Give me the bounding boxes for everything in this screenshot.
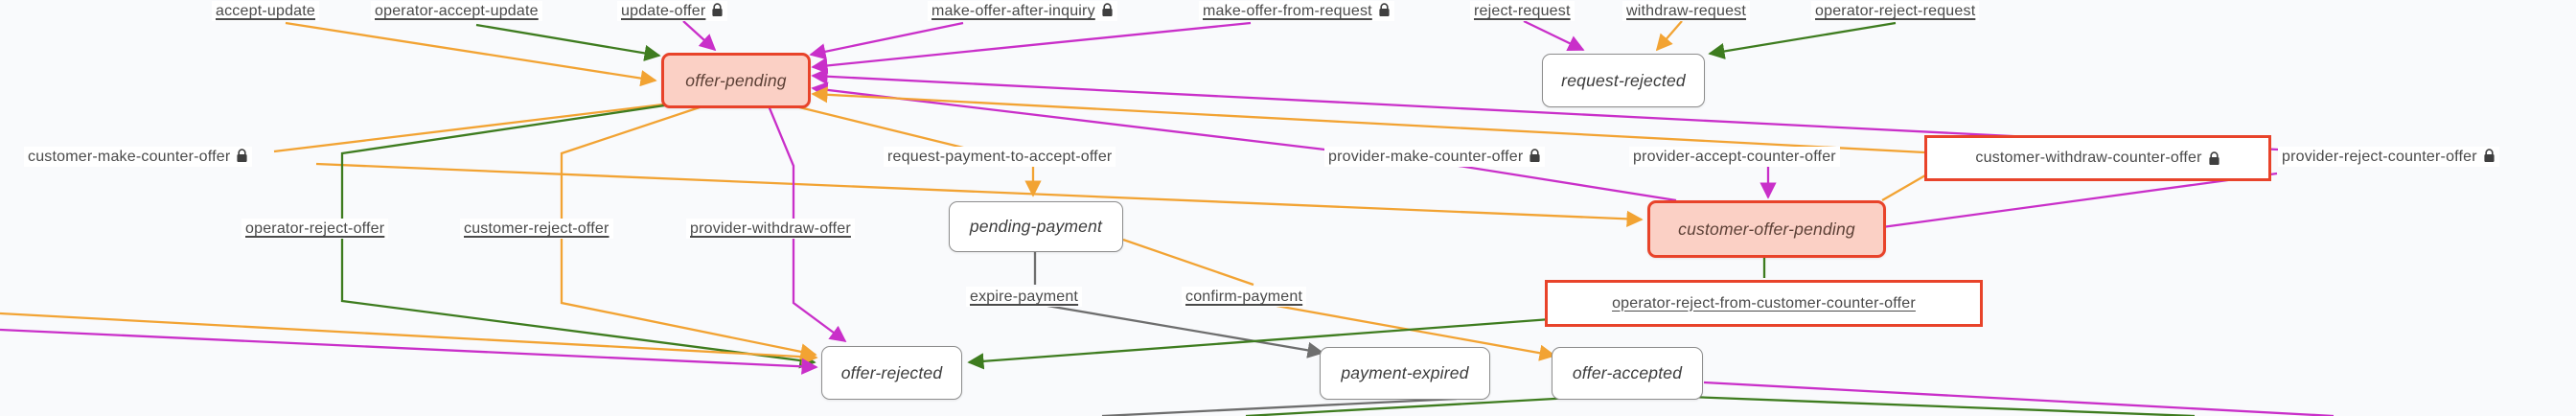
transition-text: operator-accept-update — [375, 3, 539, 19]
edge-update-offer — [682, 20, 717, 52]
transition-label-operator-accept-update[interactable]: operator-accept-update — [371, 1, 542, 21]
transition-text: provider-accept-counter-offer — [1633, 149, 1836, 165]
lock-icon — [2483, 149, 2496, 163]
lock-icon — [2208, 150, 2220, 166]
transition-label-customer-reject-offer[interactable]: customer-reject-offer — [460, 219, 613, 239]
transition-label-operator-reject-from-customer-counter-offer[interactable]: operator-reject-from-customer-counter-of… — [1545, 280, 1983, 327]
lock-icon — [1378, 3, 1391, 17]
edge-customer-make-counter-offer-b — [315, 162, 1644, 227]
edge-customer-withdraw-counter-offer-b — [811, 86, 1925, 154]
transition-label-operator-reject-request[interactable]: operator-reject-request — [1811, 1, 1980, 21]
state-name: request-rejected — [1561, 70, 1686, 90]
edge-operator-reject-from-customer-counter-offer-b — [967, 317, 1552, 370]
edge-accept-update — [285, 21, 657, 87]
edge-make-offer-after-inquiry — [809, 21, 964, 60]
lock-icon — [236, 149, 248, 163]
state-offer-rejected[interactable]: offer-rejected — [821, 346, 962, 400]
transition-text: customer-withdraw-counter-offer — [1975, 150, 2202, 166]
transition-text: reject-request — [1474, 3, 1571, 19]
state-offer-accepted[interactable]: offer-accepted — [1552, 347, 1703, 400]
transition-text: make-offer-from-request — [1203, 3, 1372, 19]
transition-label-customer-withdraw-counter-offer[interactable]: customer-withdraw-counter-offer — [1924, 135, 2271, 181]
state-name: offer-rejected — [840, 362, 943, 382]
transition-label-reject-request[interactable]: reject-request — [1470, 1, 1575, 21]
state-name: offer-accepted — [1572, 363, 1683, 382]
transition-text: confirm-payment — [1185, 289, 1303, 305]
edge-confirm-payment-b — [1276, 304, 1556, 361]
state-offer-pending[interactable]: offer-pending — [661, 53, 811, 108]
transition-text: provider-make-counter-offer — [1328, 149, 1524, 165]
state-request-rejected[interactable]: request-rejected — [1542, 54, 1705, 107]
edge-exit-bottom-gray — [1101, 397, 1458, 416]
state-name: offer-pending — [685, 70, 787, 90]
transition-label-provider-accept-counter-offer[interactable]: provider-accept-counter-offer — [1629, 147, 1840, 167]
transition-text: provider-withdraw-offer — [690, 220, 851, 237]
transition-label-make-offer-from-request[interactable]: make-offer-from-request — [1199, 1, 1394, 21]
edge-operator-reject-request — [1708, 21, 1897, 59]
edge-withdraw-request — [1655, 20, 1683, 52]
edge-from-offscreen-left-orange — [0, 312, 818, 365]
lock-icon — [1529, 149, 1541, 163]
transition-text: make-offer-after-inquiry — [932, 3, 1095, 19]
edge-customer-make-counter-offer-a — [273, 102, 672, 153]
state-name: customer-offer-pending — [1678, 219, 1855, 239]
edge-operator-accept-update — [475, 23, 661, 61]
transition-text: operator-reject-offer — [245, 220, 385, 237]
transition-text: customer-make-counter-offer — [28, 149, 231, 165]
transition-label-provider-withdraw-offer[interactable]: provider-withdraw-offer — [686, 219, 855, 239]
transition-text: operator-reject-request — [1815, 3, 1976, 19]
state-customer-offer-pending[interactable]: customer-offer-pending — [1647, 200, 1886, 258]
edge-from-offscreen-left-magenta — [0, 328, 818, 375]
edge-exit-bottom-magenta — [1703, 381, 2334, 416]
transition-label-request-payment-to-accept-offer[interactable]: request-payment-to-accept-offer — [884, 147, 1116, 167]
transition-text: update-offer — [621, 3, 706, 19]
state-pending-payment[interactable]: pending-payment — [949, 201, 1123, 252]
edge-provider-reject-counter-offer-a — [1881, 172, 2278, 229]
transition-label-confirm-payment[interactable]: confirm-payment — [1182, 287, 1307, 307]
transition-label-accept-update[interactable]: accept-update — [212, 1, 320, 21]
edge-confirm-payment-a — [1122, 238, 1254, 287]
transition-text: customer-reject-offer — [464, 220, 610, 237]
transition-text: expire-payment — [970, 289, 1079, 305]
edge-reject-request — [1523, 19, 1585, 52]
transition-label-withdraw-request[interactable]: withdraw-request — [1622, 1, 1751, 21]
edge-exit-bottom-green-left — [1245, 396, 1573, 416]
lock-icon — [1101, 3, 1114, 17]
edge-make-offer-from-request — [811, 21, 1252, 75]
edge-expire-payment-b — [1046, 304, 1324, 358]
lock-icon — [711, 3, 724, 17]
transition-label-update-offer[interactable]: update-offer — [617, 1, 728, 21]
state-name: payment-expired — [1341, 363, 1469, 382]
transition-label-provider-make-counter-offer[interactable]: provider-make-counter-offer — [1324, 147, 1546, 167]
edge-exit-bottom-green-right — [1688, 395, 2196, 416]
transition-text: request-payment-to-accept-offer — [887, 149, 1113, 165]
transition-text: operator-reject-from-customer-counter-of… — [1612, 294, 1916, 312]
transition-text: withdraw-request — [1626, 3, 1747, 19]
transition-text: provider-reject-counter-offer — [2282, 149, 2477, 165]
state-payment-expired[interactable]: payment-expired — [1320, 347, 1490, 400]
transition-label-make-offer-after-inquiry[interactable]: make-offer-after-inquiry — [928, 1, 1117, 21]
transition-text: accept-update — [216, 3, 316, 19]
transition-label-operator-reject-offer[interactable]: operator-reject-offer — [242, 219, 389, 239]
transition-label-expire-payment[interactable]: expire-payment — [966, 287, 1083, 307]
transition-label-provider-reject-counter-offer[interactable]: provider-reject-counter-offer — [2278, 147, 2499, 167]
state-name: pending-payment — [969, 217, 1103, 236]
transition-label-customer-make-counter-offer[interactable]: customer-make-counter-offer — [24, 147, 253, 167]
edge-customer-withdraw-counter-offer-a — [1881, 174, 1926, 201]
